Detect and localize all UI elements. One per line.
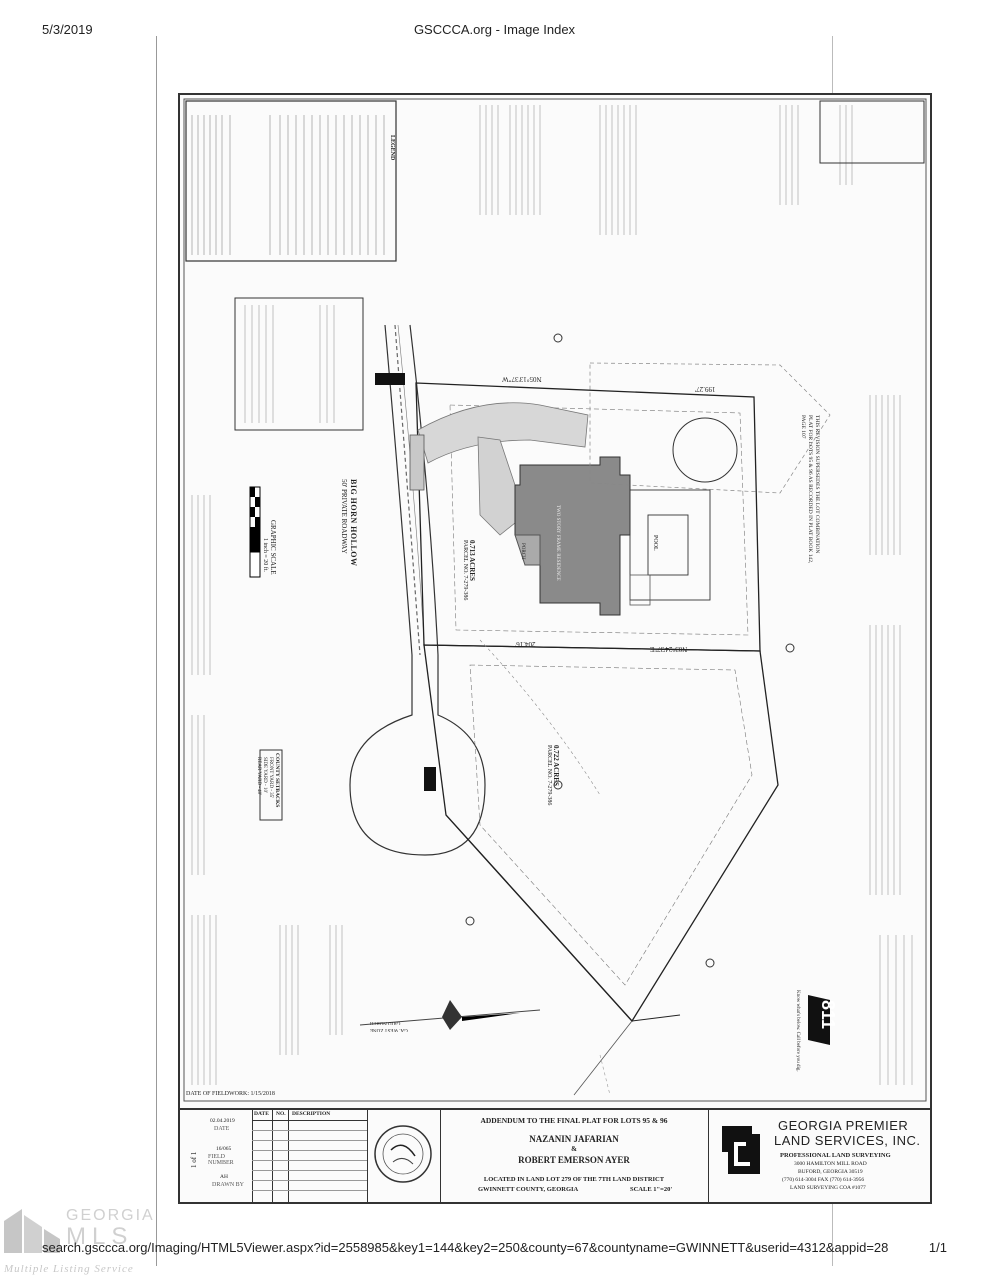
- road: [349, 324, 486, 856]
- stamp-box: [819, 100, 925, 164]
- road-name: BIG HORN HOLLOW: [349, 479, 358, 567]
- mls-line-2: MLS: [66, 1223, 134, 1250]
- revision-table: DATE NO. DESCRIPTION: [252, 1110, 368, 1202]
- dist-top: 199.27': [695, 385, 716, 393]
- pool-label: POOL: [652, 535, 658, 551]
- legend-box: [185, 100, 397, 262]
- company-block: GEORGIA PREMIER LAND SERVICES, INC. PROF…: [708, 1110, 930, 1202]
- porch-label: PORCH: [520, 543, 525, 560]
- inner-border: [183, 98, 927, 1102]
- call-811-text: Know what's below. Call before you dig.: [795, 990, 800, 1072]
- grid-north-label: GRID NORTH: [370, 1020, 401, 1025]
- date-value: 02.04.2019: [210, 1118, 235, 1124]
- plat-drawing: [183, 98, 927, 1102]
- field-number-label: FIELD NUMBER: [208, 1154, 234, 1166]
- company-subtitle: PROFESSIONAL LAND SURVEYING: [780, 1152, 891, 1159]
- call-811-logo: [808, 995, 830, 1045]
- road-marker: [375, 373, 405, 385]
- mls-logo-icon: [4, 1209, 60, 1253]
- building-label: TWO STORY FRAME RESIDENCE: [555, 505, 560, 581]
- bearing-mid: N03°24'37"E: [650, 645, 688, 653]
- location-line-1: LOCATED IN LAND LOT 279 OF THE 7TH LAND …: [483, 1176, 665, 1183]
- graphic-scale-unit: 1 inch = 20 ft.: [262, 538, 268, 572]
- lot-96-boundary: [423, 644, 779, 1023]
- owner-1: NAZANIN JAFARIAN: [529, 1134, 619, 1144]
- bearing-top: N05°13'37"W: [502, 375, 542, 383]
- seal-area: [367, 1110, 441, 1202]
- title-block: 1 of 1 02.04.2019 DATE 16/065 FIELD NUMB…: [180, 1108, 930, 1204]
- company-certification: LAND SURVEYING COA #1077: [790, 1185, 866, 1191]
- print-date: 5/3/2019: [42, 22, 93, 37]
- legend-lines: [191, 115, 385, 255]
- fieldwork-date: DATE OF FIELDWORK: 1/15/2018: [186, 1091, 275, 1097]
- notes-right: [869, 395, 913, 1085]
- setback-front: FRONT YARD - 35': [268, 757, 273, 799]
- driveway: [417, 402, 589, 464]
- addendum-title: ADDENDUM TO THE FINAL PLAT FOR LOTS 95 &…: [480, 1116, 668, 1125]
- county-setbacks-title: COUNTY SETBACKS: [274, 753, 280, 808]
- project-info: ADDENDUM TO THE FINAL PLAT FOR LOTS 95 &…: [440, 1110, 709, 1202]
- graphic-scale-label: GRAPHIC SCALE: [269, 520, 277, 575]
- plat-sheet: BIG HORN HOLLOW 50' PRIVATE ROADWAY GRAP…: [178, 93, 932, 1204]
- scan-edge-left: [156, 36, 157, 1266]
- rev-header-desc: DESCRIPTION: [292, 1111, 331, 1117]
- rev-header-date: DATE: [254, 1111, 269, 1117]
- page-title: GSCCCA.org - Image Index: [413, 22, 576, 37]
- road-desc: 50' PRIVATE ROADWAY: [340, 479, 348, 554]
- georgia-mls-watermark: GEORGIA MLS Multiple Listing Service: [0, 1205, 170, 1280]
- pool-deck: [629, 489, 711, 601]
- road-marker-2: [424, 767, 436, 791]
- setbacks-box: [259, 749, 283, 821]
- walkway: [409, 434, 425, 491]
- note-box: [234, 297, 364, 431]
- graphic-scale-bar: [249, 486, 261, 578]
- dist-mid: 204.16': [515, 640, 536, 648]
- lot-96-parcel: PARCEL NO. 7-279-386: [546, 745, 552, 806]
- notes-top: [479, 105, 853, 235]
- field-number-value: 16/065: [216, 1146, 232, 1152]
- tree-circle: [672, 417, 738, 483]
- rev-header-no: NO.: [276, 1111, 286, 1117]
- mls-line-1: GEORGIA: [66, 1207, 155, 1224]
- lot-95-area: 0.713 ACRES: [468, 540, 476, 581]
- north-arrow: [359, 1000, 541, 1030]
- owner-amp: &: [571, 1145, 577, 1153]
- date-label: DATE: [214, 1126, 230, 1132]
- company-name-1: GEORGIA PREMIER: [778, 1118, 909, 1133]
- company-address-2: BUFORD, GEORGIA 30519: [798, 1169, 863, 1175]
- company-address-1: 3000 HAMILTON MILL ROAD: [794, 1161, 867, 1167]
- revision-note: THIS REVISION SUPERSEDES THE LOT COMBINA…: [800, 415, 820, 564]
- company-phone: (770) 614-3004 FAX (770) 614-3956: [782, 1177, 865, 1183]
- call-811-number: 811: [818, 1000, 838, 1030]
- scale-note: SCALE 1"=20': [630, 1186, 673, 1193]
- lot-96-area: 0.722 ACRES: [552, 745, 560, 786]
- surveyor-seal: [374, 1125, 432, 1183]
- legend-title: LEGEND: [389, 135, 395, 161]
- grid-north-sub: GA. WEST ZONE: [370, 1027, 408, 1032]
- viewer-url: search.gsccca.org/Imaging/HTML5Viewer.as…: [42, 1240, 889, 1255]
- sheet-info: 1 of 1 02.04.2019 DATE 16/065 FIELD NUMB…: [180, 1110, 253, 1202]
- pool: [647, 514, 689, 576]
- drawn-by-label: DRAWN BY: [212, 1182, 245, 1188]
- lot-95-parcel: PARCEL NO. 7-279-386: [462, 540, 468, 601]
- owner-2: ROBERT EMERSON AYER: [518, 1155, 630, 1165]
- drawn-by-value: AH: [220, 1174, 228, 1180]
- company-logo-icon: [722, 1126, 760, 1174]
- sheet-number: 1 of 1: [190, 1151, 198, 1168]
- notes-left: [191, 495, 343, 1085]
- location-line-2: GWINNETT COUNTY, GEORGIA: [478, 1186, 579, 1193]
- setback-side: SIDE YARD - 10': [262, 757, 267, 793]
- mls-line-3: Multiple Listing Service: [4, 1263, 134, 1275]
- company-name-2: LAND SERVICES, INC.: [774, 1133, 921, 1148]
- page-count: 1/1: [928, 1240, 947, 1255]
- setback-rear: REAR YARD - 40': [256, 757, 261, 796]
